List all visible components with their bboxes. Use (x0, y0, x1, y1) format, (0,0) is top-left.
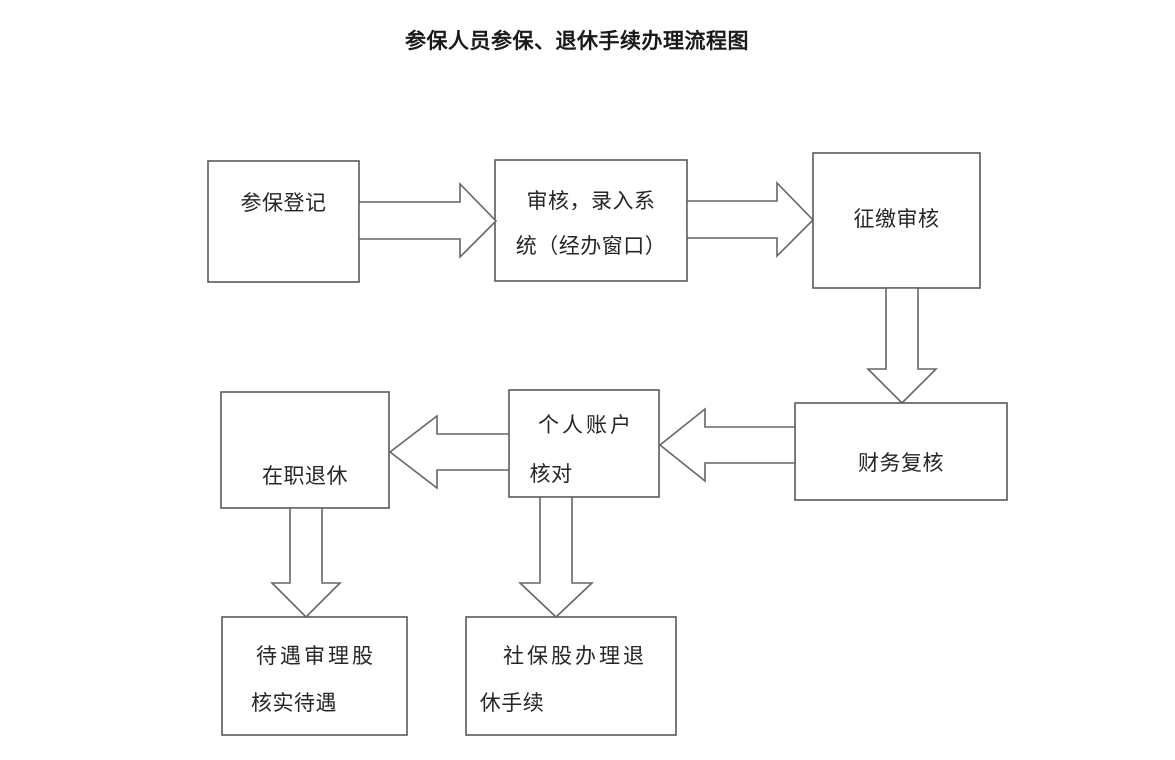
node-box[interactable] (794, 402, 1008, 501)
node-label-line1: 参保登记 (241, 191, 327, 215)
node-box[interactable] (508, 389, 660, 498)
node-canbaodengji[interactable]: 参保登记 (207, 160, 360, 283)
node-box[interactable] (221, 616, 408, 736)
node-label-line1: 个人账户 (538, 413, 634, 437)
node-label-line1: 财务复核 (858, 451, 944, 475)
arrow-right-n1-n2 (358, 182, 498, 259)
node-shebao-gu-tuixiu[interactable]: 社保股办理退 休手续 (465, 616, 677, 736)
node-label-line1: 征缴审核 (854, 207, 940, 231)
node-label-line2: 核实待遇 (251, 691, 337, 715)
node-label-line2: 核对 (530, 462, 573, 486)
node-box[interactable] (494, 159, 688, 282)
page-title: 参保人员参保、退休手续办理流程图 (405, 29, 749, 53)
arrow-down-n6-n7 (270, 507, 342, 619)
arrow-down-n5-n8 (517, 496, 595, 619)
arrow-left-n4-n5 (658, 407, 796, 483)
node-label-line1: 待遇审理股 (256, 644, 376, 668)
node-shenhe-luru-xitong[interactable]: 审核，录入系 统（经办窗口） (494, 159, 688, 282)
node-zaizhi-tuixiu[interactable]: 在职退休 (220, 391, 390, 509)
node-box[interactable] (465, 616, 677, 736)
node-box[interactable] (207, 160, 360, 283)
node-zhengjiao-shenhe[interactable]: 征缴审核 (812, 152, 981, 289)
arrow-down-n3-n4 (866, 287, 938, 405)
node-label-line1: 在职退休 (262, 464, 348, 488)
arrow-right-n2-n3 (686, 181, 815, 258)
node-label-line1: 审核，录入系 (527, 189, 656, 213)
node-label-line2: 休手续 (480, 691, 545, 715)
node-geren-zhanghu-hedui[interactable]: 个人账户 核对 (508, 389, 660, 498)
node-caiwu-fuhe[interactable]: 财务复核 (794, 402, 1008, 501)
node-daiyu-shenli-gu[interactable]: 待遇审理股 核实待遇 (221, 616, 408, 736)
arrow-left-n5-n6 (388, 414, 510, 490)
node-box[interactable] (220, 391, 390, 509)
node-box[interactable] (812, 152, 981, 289)
node-label-line2: 统（经办窗口） (516, 234, 667, 258)
node-label-line1: 社保股办理退 (503, 644, 647, 668)
